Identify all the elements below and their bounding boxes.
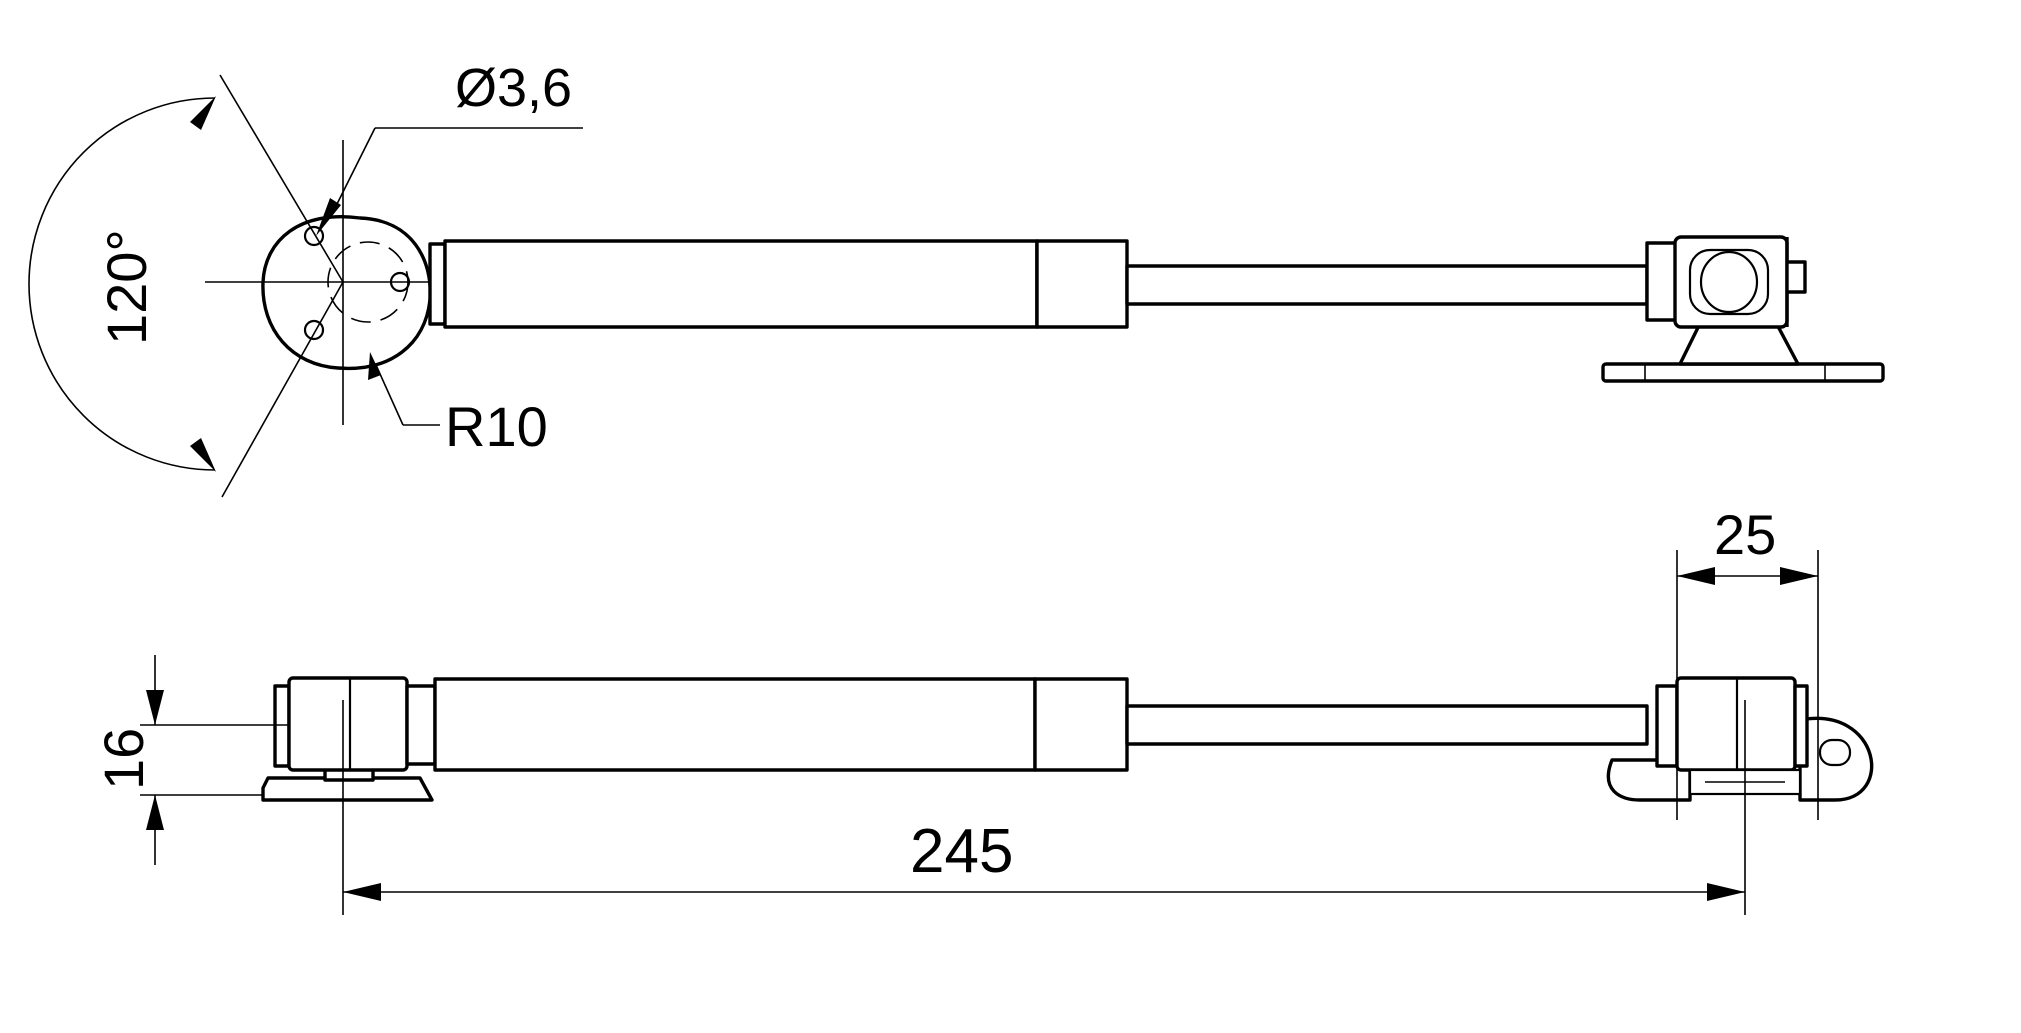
angle-dimension: 120° <box>28 96 216 472</box>
end-bracket-top <box>1601 235 1885 383</box>
height-label: 16 <box>92 728 155 790</box>
side-view: 25 16 245 <box>92 503 1874 915</box>
bracket-width-dimension: 25 <box>1676 503 1819 820</box>
piston-rod-side <box>1125 704 1649 746</box>
length-label: 245 <box>910 817 1013 886</box>
cylinder-body-top <box>428 239 1129 329</box>
radius-dimension: R10 <box>368 352 548 458</box>
hole-diameter-label: Ø3,6 <box>455 58 572 118</box>
left-end-fitting <box>261 676 437 802</box>
height-dimension: 16 <box>92 655 289 865</box>
radius-label: R10 <box>445 395 548 458</box>
top-view: Ø3,6 120° R10 <box>28 58 1885 498</box>
mounting-disc <box>261 215 432 371</box>
angle-label: 120° <box>95 229 158 345</box>
piston-rod-top <box>1125 264 1649 306</box>
hole-diameter-dimension: Ø3,6 <box>316 58 583 236</box>
cylinder-body-side <box>433 677 1129 772</box>
bracket-width-label: 25 <box>1714 503 1776 566</box>
length-dimension: 245 <box>342 700 1746 915</box>
